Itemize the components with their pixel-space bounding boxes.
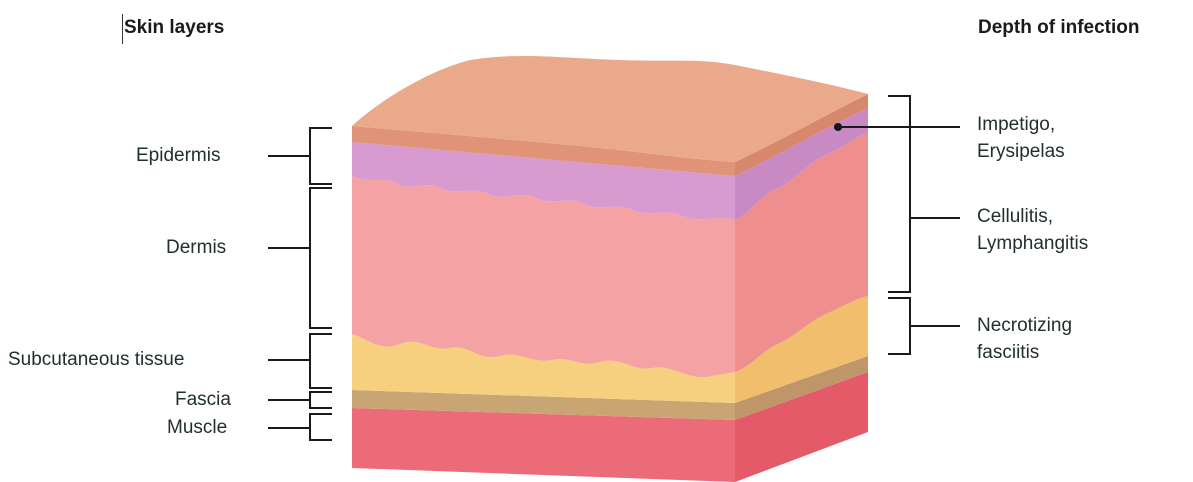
necrotizing-line1: Necrotizing: [977, 312, 1072, 339]
necrotizing-line2: fasciitis: [977, 339, 1072, 366]
dermis-bracket: [310, 188, 332, 328]
cellulitis-line1: Cellulitis,: [977, 203, 1088, 230]
infection-bracket-lower: [888, 298, 910, 354]
epidermis-bracket: [310, 128, 332, 184]
cellulitis-line2: Lymphangitis: [977, 230, 1088, 257]
cellulitis-label: Cellulitis, Lymphangitis: [977, 203, 1088, 257]
impetigo-line2: Erysipelas: [977, 138, 1065, 165]
subcutaneous-bracket: [310, 334, 332, 388]
fascia-label: Fascia: [175, 389, 231, 411]
muscle-bracket: [310, 414, 332, 440]
impetigo-label: Impetigo, Erysipelas: [977, 111, 1065, 165]
infection-bracket-upper: [888, 96, 910, 292]
muscle-front: [352, 408, 735, 482]
impetigo-line1: Impetigo,: [977, 111, 1065, 138]
necrotizing-label: Necrotizing fasciitis: [977, 312, 1072, 366]
muscle-label: Muscle: [167, 417, 227, 439]
epidermis-label: Epidermis: [136, 145, 220, 167]
fascia-bracket: [310, 392, 332, 408]
dermis-label: Dermis: [166, 237, 226, 259]
subcutaneous-label: Subcutaneous tissue: [8, 349, 184, 371]
left-brackets: [268, 128, 332, 440]
